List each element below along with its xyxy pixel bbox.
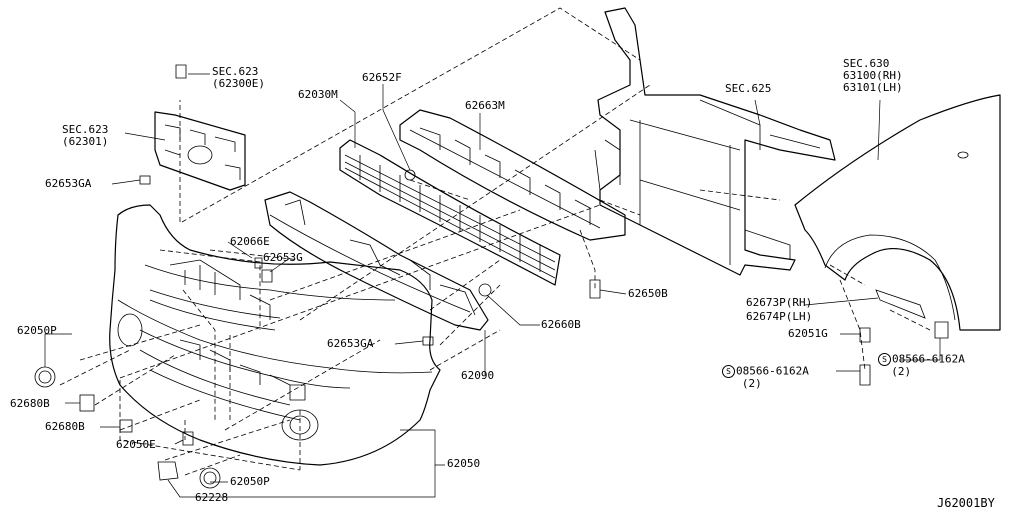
- label-62653GA-mid: 62653GA: [327, 337, 374, 350]
- label-sec623-a: SEC.623 (62300E): [212, 65, 265, 90]
- radiator-core-support: [594, 7, 836, 276]
- diagram-code: J62001BY: [937, 496, 995, 510]
- front-bumper-fascia: [109, 204, 441, 466]
- label-62652F: 62652F: [362, 71, 402, 84]
- front-fender: [794, 94, 1001, 331]
- label-62050: 62050: [447, 457, 481, 470]
- lower-absorber: [264, 191, 489, 331]
- label-62660B: 62660B: [541, 318, 581, 331]
- label-sec623-b: SEC.623 (62301): [62, 123, 109, 148]
- label-62050P-bottom: 62050P: [230, 475, 270, 488]
- label-62663M: 62663M: [465, 99, 505, 112]
- s-mark-icon: S: [878, 353, 891, 366]
- label-62051G: 62051G: [788, 327, 828, 340]
- upper-absorber: [399, 109, 626, 241]
- label-sec630: SEC.630 63100(RH) 63101(LH): [843, 57, 903, 94]
- dashed-assembly-lines: [59, 7, 931, 476]
- s-mark-icon: S: [722, 365, 735, 378]
- label-62050E: 62050E: [116, 438, 156, 451]
- bumper-reinforcement: [339, 139, 561, 286]
- label-62030M: 62030M: [298, 88, 338, 101]
- label-62228: 62228: [195, 491, 229, 504]
- label-62066E: 62066E: [230, 235, 270, 248]
- label-62650B: 62650B: [628, 287, 668, 300]
- label-62090: 62090: [461, 369, 495, 382]
- label-62653G: 62653G: [263, 251, 303, 264]
- label-sec625: SEC.625: [725, 82, 772, 95]
- label-62680B-a: 62680B: [10, 397, 50, 410]
- label-62673P: 62673P(RH): [746, 296, 813, 309]
- label-62050P-left: 62050P: [17, 324, 57, 337]
- leader-lines: [44, 73, 941, 498]
- label-62680B-b: 62680B: [45, 420, 85, 433]
- small-clips: [34, 64, 949, 489]
- label-62653GA-top: 62653GA: [45, 177, 92, 190]
- grille-upper: [154, 111, 246, 191]
- label-62674P: 62674P(LH): [746, 310, 813, 323]
